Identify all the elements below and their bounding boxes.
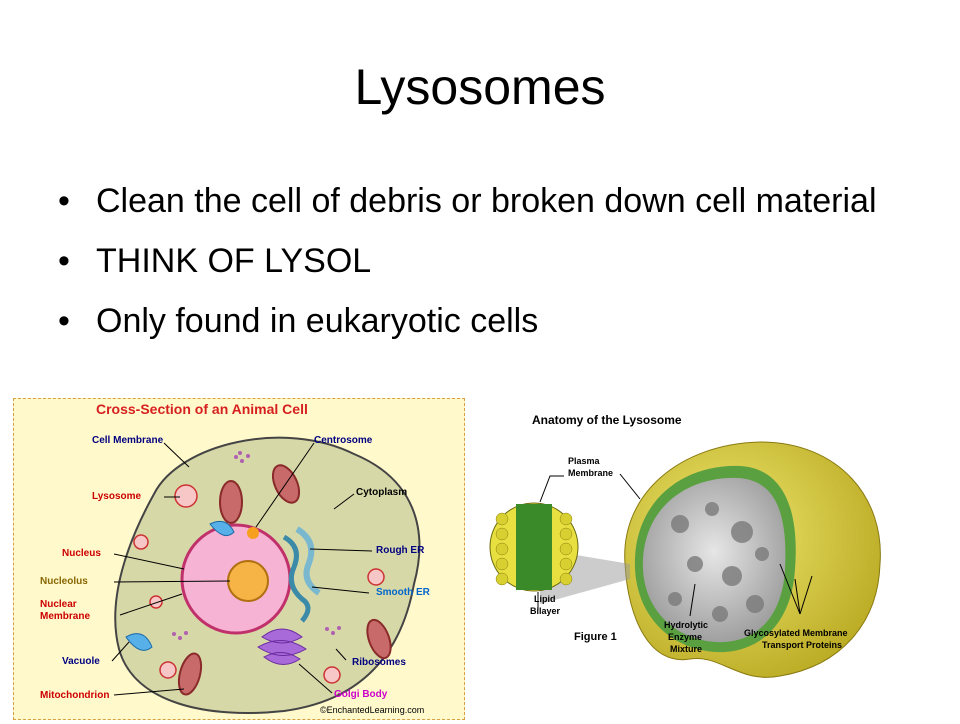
label-rough-er: Rough ER: [376, 545, 425, 556]
lysosome-shape: [367, 568, 385, 586]
label-plasma-1: Plasma: [568, 456, 601, 466]
label-lipid-2: Bilayer: [530, 606, 561, 616]
label-plasma-2: Membrane: [568, 468, 613, 478]
lysosome-shape: [159, 661, 177, 679]
label-ribosomes: Ribosomes: [352, 657, 406, 668]
bullet-text: Clean the cell of debris or broken down …: [96, 182, 877, 220]
vacuole-shape: [125, 633, 153, 651]
label-hydrolytic-1: Hydrolytic: [664, 620, 708, 630]
label-glyco-2: Transport Proteins: [762, 640, 842, 650]
animal-cell-title: Cross-Section of an Animal Cell: [96, 401, 308, 417]
bullet-item: • Only found in eukaryotic cells: [58, 300, 918, 342]
vacuole-shape: [209, 520, 235, 537]
label-lipid-1: Lipid: [534, 594, 556, 604]
pointer-lines: [111, 442, 373, 696]
lysosome-shape: [149, 595, 163, 609]
label-smooth-er: Smooth ER: [376, 587, 431, 598]
label-nuclear-membrane-2: Membrane: [40, 611, 90, 622]
lysosome-anatomy-svg: Anatomy of the Lysosome: [489, 413, 881, 678]
smooth-er-shape: [282, 534, 311, 623]
ribosome-dots: [172, 451, 341, 640]
label-figure: Figure 1: [574, 631, 617, 643]
lysosome-shape: [174, 484, 198, 508]
bullet-text: THINK OF LYSOL: [96, 242, 372, 280]
centrosome-shape: [247, 527, 259, 539]
nucleolus-shape: [227, 560, 269, 602]
bullet-list: • Clean the cell of debris or broken down…: [58, 180, 918, 360]
bullet-item: • THINK OF LYSOL: [58, 240, 918, 282]
golgi-shape: [257, 628, 307, 665]
label-hydrolytic-3: Mixture: [670, 644, 702, 654]
label-nuclear-membrane-1: Nuclear: [40, 599, 77, 610]
label-vacuole: Vacuole: [62, 656, 100, 667]
lysosome-anatomy-title: Anatomy of the Lysosome: [532, 413, 682, 427]
lysosome-anatomy-diagram: Anatomy of the Lysosome: [480, 404, 940, 710]
mitochondrion-shape: [366, 618, 392, 660]
slide-title: Lysosomes: [354, 59, 606, 115]
label-nucleus: Nucleus: [62, 548, 101, 559]
label-centrosome: Centrosome: [314, 435, 373, 446]
label-golgi: Golgi Body: [334, 689, 388, 700]
bullet-text: Only found in eukaryotic cells: [96, 302, 539, 340]
label-cytoplasm: Cytoplasm: [356, 487, 407, 498]
label-cell-membrane: Cell Membrane: [92, 435, 164, 446]
bilayer-green-band: [516, 504, 552, 590]
animal-cell-diagram: Cross-Section of an Animal Cell: [13, 398, 465, 720]
rough-er-shape: [295, 526, 321, 596]
lysosome-shape: [133, 534, 149, 550]
enzyme-blobs: [668, 502, 769, 622]
label-mitochondrion: Mitochondrion: [40, 690, 109, 701]
bullet-marker: •: [58, 242, 70, 280]
label-nucleolus: Nucleolus: [40, 576, 88, 587]
anatomy-pointer-lines: [537, 473, 813, 617]
bullet-marker: •: [58, 182, 70, 220]
bullet-marker: •: [58, 302, 70, 340]
bilayer-heads: [495, 512, 573, 586]
credit-text: ©EnchantedLearning.com: [320, 705, 424, 715]
lysosome-shape: [323, 666, 341, 684]
label-glyco-1: Glycosylated Membrane: [744, 628, 848, 638]
mitochondrion-shape: [177, 652, 203, 696]
label-lysosome: Lysosome: [92, 491, 142, 502]
bullet-item: • Clean the cell of debris or broken down…: [58, 180, 918, 222]
label-hydrolytic-2: Enzyme: [668, 632, 702, 642]
animal-cell-svg: Cross-Section of an Animal Cell: [40, 401, 431, 715]
mitochondrion-shape: [219, 480, 243, 524]
